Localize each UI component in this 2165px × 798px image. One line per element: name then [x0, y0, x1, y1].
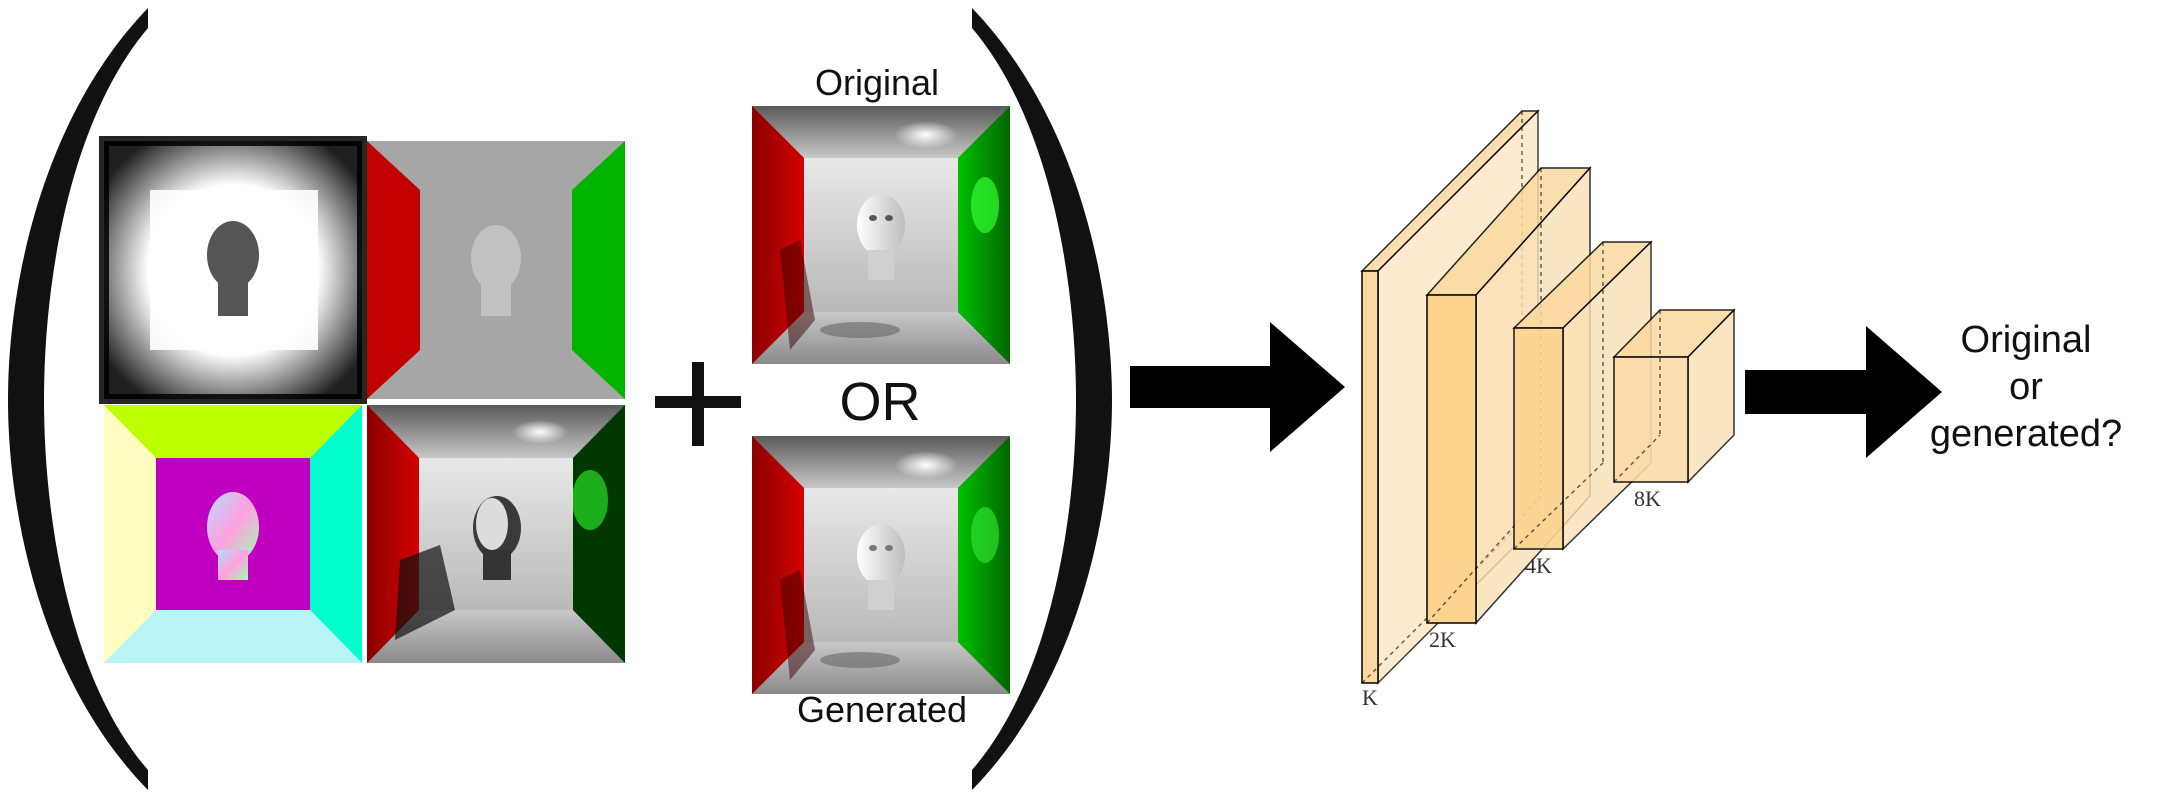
layer-label-8k: 8K: [1634, 486, 1661, 511]
plus-sign: [655, 362, 741, 446]
layer-label-2k: 2K: [1429, 627, 1456, 652]
left-parenthesis: [8, 8, 148, 790]
generated-render-image: [752, 436, 1010, 694]
output-question-line1: Original: [1961, 319, 2092, 361]
albedo-map-image: [367, 141, 625, 399]
output-question-line3: generated?: [1930, 413, 2122, 455]
normal-map-image: [104, 405, 362, 663]
layer-label-4k: 4K: [1525, 553, 1552, 578]
direct-light-image: [367, 405, 625, 663]
or-label: OR: [840, 372, 921, 432]
discriminator-network: [1360, 109, 1736, 685]
network-layer-8k: [1612, 308, 1736, 484]
generated-label: Generated: [797, 689, 967, 730]
depth-map-image: [99, 136, 367, 404]
input-to-network-arrow: [1130, 322, 1345, 452]
output-question-line2: or: [2009, 366, 2043, 408]
network-to-output-arrow: [1745, 326, 1942, 458]
original-render-image: [752, 106, 1010, 364]
right-parenthesis: [972, 8, 1112, 790]
original-label: Original: [815, 62, 939, 103]
layer-label-k: K: [1362, 685, 1378, 710]
